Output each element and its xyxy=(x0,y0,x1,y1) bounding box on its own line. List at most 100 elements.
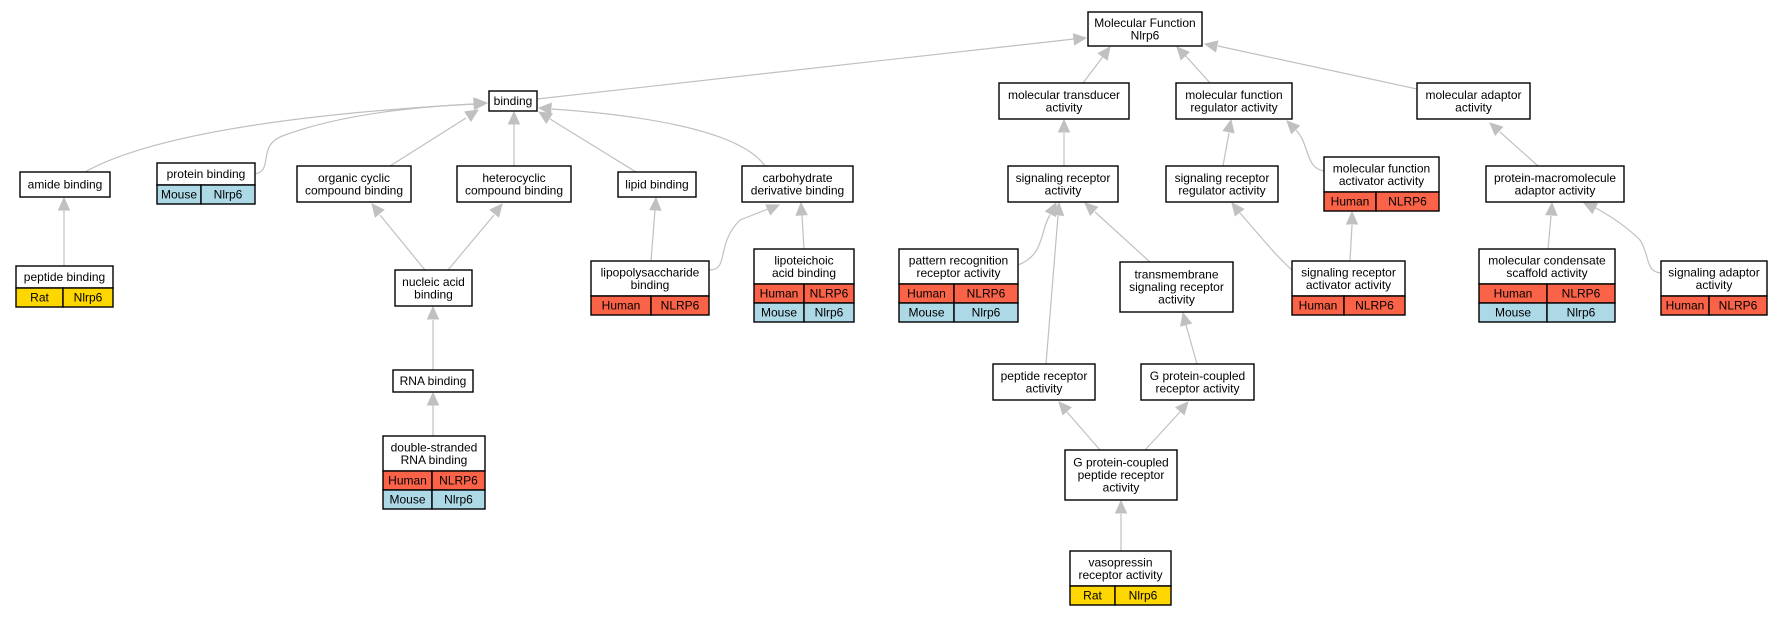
term-label-line: RNA binding xyxy=(401,453,468,467)
edge-gpcr_peptide-to-gpcr xyxy=(1144,401,1189,451)
edge-line xyxy=(1185,324,1198,365)
term-label-line: signaling receptor xyxy=(1175,171,1270,185)
go-term-binding[interactable]: binding xyxy=(488,90,538,112)
term-box xyxy=(456,165,572,203)
arrow-head xyxy=(1057,118,1071,133)
gene-cell xyxy=(1114,585,1172,606)
term-label-line: carbohydrate xyxy=(762,171,832,185)
annotation-row-human: Human NLRP6 xyxy=(590,295,710,316)
term-box xyxy=(1416,82,1531,120)
arrow-head xyxy=(1114,499,1128,514)
arrow-head xyxy=(1084,202,1099,217)
arrow-head xyxy=(1058,401,1072,416)
term-label-line: activity xyxy=(1045,183,1082,197)
edge-gpcr_peptide-to-peptide_receptor xyxy=(1058,401,1101,451)
term-box xyxy=(296,165,412,203)
term-label-line: receptor activity xyxy=(1155,381,1239,395)
gene-cell xyxy=(1708,295,1768,316)
edge-protein_binding-to-binding xyxy=(254,97,489,175)
go-term-rna-binding[interactable]: RNA binding xyxy=(392,369,474,393)
term-box xyxy=(998,82,1130,120)
edge-line xyxy=(1066,411,1101,451)
arrow-head xyxy=(1051,201,1065,217)
term-label-line: heterocyclic xyxy=(482,171,545,185)
arrow-head xyxy=(1203,40,1219,53)
edge-line xyxy=(1217,45,1418,90)
term-label-line: G protein-coupled xyxy=(1073,456,1168,470)
edge-pm_adaptor-to-mol_adaptor xyxy=(1489,122,1539,167)
gene-label: NLRP6 xyxy=(810,287,849,301)
gene-cell xyxy=(1375,191,1440,212)
term-label-line: activity xyxy=(1455,100,1492,114)
edge-line xyxy=(1239,212,1293,271)
term-label-line: Nlrp6 xyxy=(1131,28,1160,42)
annotation-row-mouse: Mouse Nlrp6 xyxy=(382,489,486,510)
arrow-head xyxy=(464,109,480,123)
species-label: Mouse xyxy=(389,493,425,507)
species-label: Mouse xyxy=(1495,306,1531,320)
gene-label: Nlrp6 xyxy=(444,493,473,507)
arrow-head xyxy=(1286,120,1301,135)
edge-lps_binding-to-lipid_binding xyxy=(649,196,662,262)
term-label-line: binding xyxy=(494,94,533,108)
edge-line xyxy=(536,38,1075,100)
edge-line xyxy=(1183,53,1211,84)
term-label-line: organic cyclic xyxy=(318,171,390,185)
term-label-line: RNA binding xyxy=(400,374,467,388)
edge-sig_rec_regulator-to-mf_regulator xyxy=(1222,118,1235,167)
term-box xyxy=(1323,156,1440,193)
gene-label: NLRP6 xyxy=(1562,287,1601,301)
edge-line xyxy=(1144,411,1181,451)
species-label: Human xyxy=(602,299,641,313)
gene-label: Nlrp6 xyxy=(972,306,1001,320)
gene-label: NLRP6 xyxy=(661,299,700,313)
gene-label: Nlrp6 xyxy=(74,291,103,305)
term-label-line: transmembrane xyxy=(1134,268,1218,282)
term-box xyxy=(1140,363,1255,401)
term-label-line: molecular function xyxy=(1185,88,1282,102)
edge-mol_adaptor-to-mf xyxy=(1203,40,1418,90)
term-box xyxy=(741,165,854,203)
gene-label: Nlrp6 xyxy=(1129,589,1158,603)
term-label-line: G protein-coupled xyxy=(1150,369,1245,383)
term-label-line: lipid binding xyxy=(625,178,688,192)
term-label-line: signaling receptor xyxy=(1016,171,1111,185)
go-term-amide[interactable]: amide binding xyxy=(19,171,111,198)
edge-line xyxy=(1094,211,1151,263)
edge-carbohydrate-to-binding xyxy=(537,102,766,167)
term-label-line: regulator activity xyxy=(1190,100,1277,114)
arrow-head xyxy=(1545,201,1558,216)
species-label: Human xyxy=(1494,287,1533,301)
term-label-line: acid binding xyxy=(772,266,836,280)
go-term-lipid-binding[interactable]: lipid binding xyxy=(617,171,697,198)
edge-lps_binding-to-carbohydrate xyxy=(708,204,781,271)
edge-lipid_binding-to-binding xyxy=(537,111,637,173)
